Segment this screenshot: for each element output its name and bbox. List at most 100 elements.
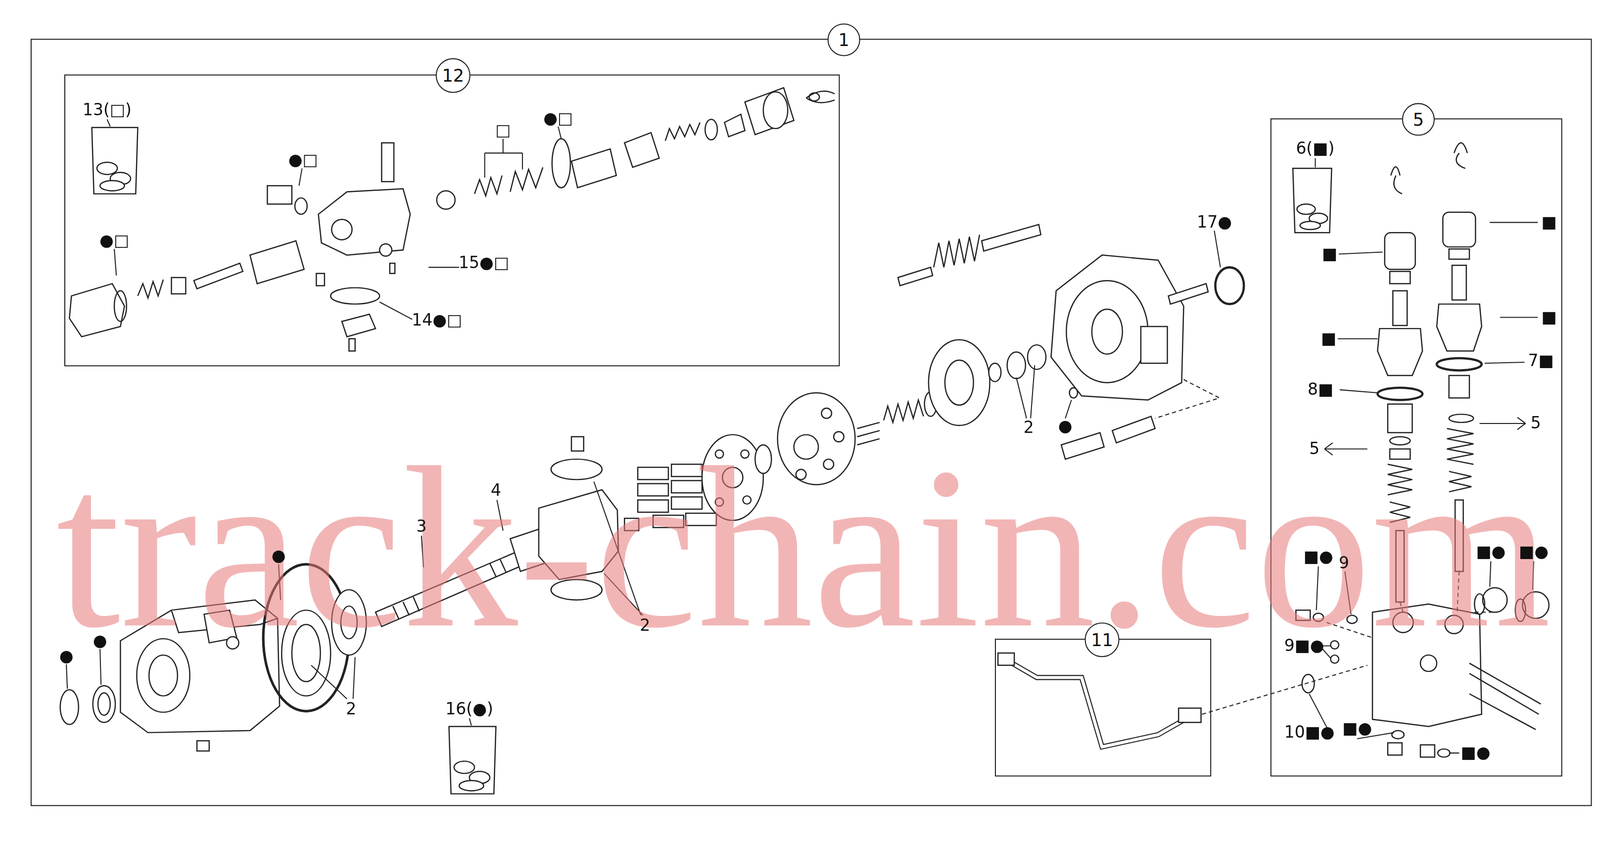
leader-line	[428, 266, 460, 268]
callout-number: 5	[1402, 102, 1435, 136]
parts-bag	[454, 761, 475, 774]
valve-parts	[1420, 745, 1435, 758]
valve-parts	[745, 87, 795, 135]
part-outline	[1007, 352, 1026, 379]
parts-bag	[99, 180, 125, 191]
callout-number: ■●	[1474, 542, 1507, 561]
callout-number: 3	[415, 517, 428, 536]
callout-number: 6(■)	[1294, 140, 1336, 158]
leader-line	[114, 248, 117, 276]
parts-bag	[449, 726, 497, 795]
valve-parts	[389, 263, 395, 274]
part-outline	[988, 363, 1002, 382]
valve-parts	[624, 132, 659, 168]
callout-number: 7■	[1527, 352, 1555, 371]
callout-number: 2	[1022, 418, 1036, 437]
valve-parts	[665, 122, 701, 142]
part-outline	[1069, 387, 1079, 399]
valve-parts	[1387, 404, 1413, 433]
callout-number: ●	[58, 647, 75, 665]
valve-parts	[330, 287, 380, 305]
leader-line	[1214, 230, 1221, 268]
callout-number: 8■	[1306, 380, 1335, 399]
valve-parts	[1452, 265, 1467, 300]
valve-parts	[805, 91, 835, 103]
callout-number: 15●□	[457, 254, 511, 273]
valve-parts	[1449, 414, 1474, 423]
valve-parts	[571, 148, 617, 188]
part-outline	[1050, 255, 1184, 401]
valve-parts	[316, 273, 325, 286]
valve-parts	[69, 283, 125, 337]
valve-parts	[1390, 166, 1403, 194]
part-outline	[1091, 309, 1123, 355]
valve-parts	[763, 92, 789, 129]
leader-line	[558, 126, 562, 140]
valve-parts	[379, 243, 392, 257]
callout-number: □	[494, 121, 512, 140]
callout-number: ●□	[98, 231, 131, 250]
valve-parts	[1005, 658, 1195, 747]
part-outline	[883, 400, 924, 423]
part-outline	[1066, 280, 1148, 383]
part-outline	[944, 360, 974, 406]
callout-number: 5	[1529, 414, 1543, 432]
callout-number: ■	[1540, 213, 1558, 232]
leader-line	[1016, 365, 1035, 419]
callout-number: 12	[435, 58, 471, 94]
leader-line	[379, 302, 413, 320]
valve-parts	[1384, 232, 1416, 270]
part-outline	[1027, 344, 1046, 370]
valve-parts	[705, 119, 718, 140]
callout-number: ●	[1057, 417, 1074, 436]
callout-number: 13(□)	[81, 100, 133, 119]
parts-bag	[1296, 204, 1316, 215]
valve-parts	[1469, 663, 1541, 730]
callout-number: 4	[489, 481, 503, 500]
valve-parts	[171, 277, 187, 294]
valve-parts	[318, 188, 411, 256]
valve-parts	[1449, 248, 1470, 260]
callout-number: ●	[270, 547, 287, 565]
valve-parts	[381, 142, 394, 182]
valve-parts	[137, 279, 164, 298]
leader-line	[298, 168, 302, 186]
callout-number: ●□	[542, 109, 574, 128]
callout-number: ●	[92, 631, 109, 650]
valve-parts	[1302, 674, 1315, 693]
valve-parts	[1387, 743, 1403, 756]
callout-number: ■●	[1341, 719, 1373, 738]
callout-number: 9	[1337, 554, 1351, 572]
part-outline	[928, 339, 990, 426]
part-outline	[97, 692, 111, 715]
valve-parts	[436, 190, 456, 210]
callout-number: ■	[1540, 308, 1558, 327]
callout-number: 9■●	[1283, 636, 1326, 655]
valve-parts	[1377, 387, 1423, 401]
valve-parts	[1178, 707, 1201, 723]
parts-bag	[1300, 221, 1321, 231]
valve-parts	[809, 93, 820, 102]
callout-number: 2	[638, 616, 652, 635]
part-outline	[60, 689, 79, 725]
valve-parts	[114, 290, 127, 322]
valve-parts	[552, 139, 571, 189]
valve-parts	[249, 240, 304, 284]
callout-number: ■●	[1459, 744, 1492, 762]
callout-number: ■●	[1302, 548, 1335, 566]
parts-bag	[1292, 168, 1332, 233]
callout-number: ■●	[1517, 542, 1550, 561]
valve-parts	[348, 338, 355, 352]
part-outline	[93, 685, 116, 723]
valve-parts	[193, 263, 243, 289]
group-frame: 112511	[30, 38, 1593, 806]
valve-parts	[341, 314, 376, 337]
part-outline	[821, 408, 832, 419]
callout-number: ●□	[287, 150, 320, 169]
parts-bag	[96, 162, 118, 175]
valve-parts	[1442, 212, 1476, 247]
part-outline	[1168, 283, 1209, 304]
parts-bag	[459, 780, 484, 792]
